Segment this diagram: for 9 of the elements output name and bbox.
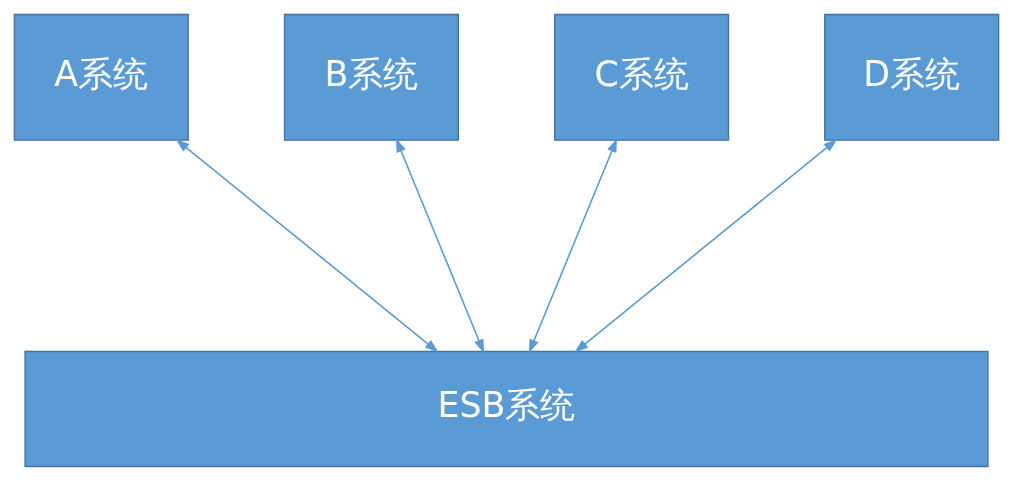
arrow: [175, 138, 439, 353]
arrow: [395, 137, 484, 353]
node-box: B系统: [283, 13, 459, 141]
arrow: [573, 138, 837, 353]
node-box: ESB系统: [23, 350, 989, 467]
arrow: [528, 137, 617, 353]
node-box: A系统: [13, 13, 189, 141]
node-box: D系统: [823, 13, 999, 141]
node-box: C系统: [553, 13, 729, 141]
